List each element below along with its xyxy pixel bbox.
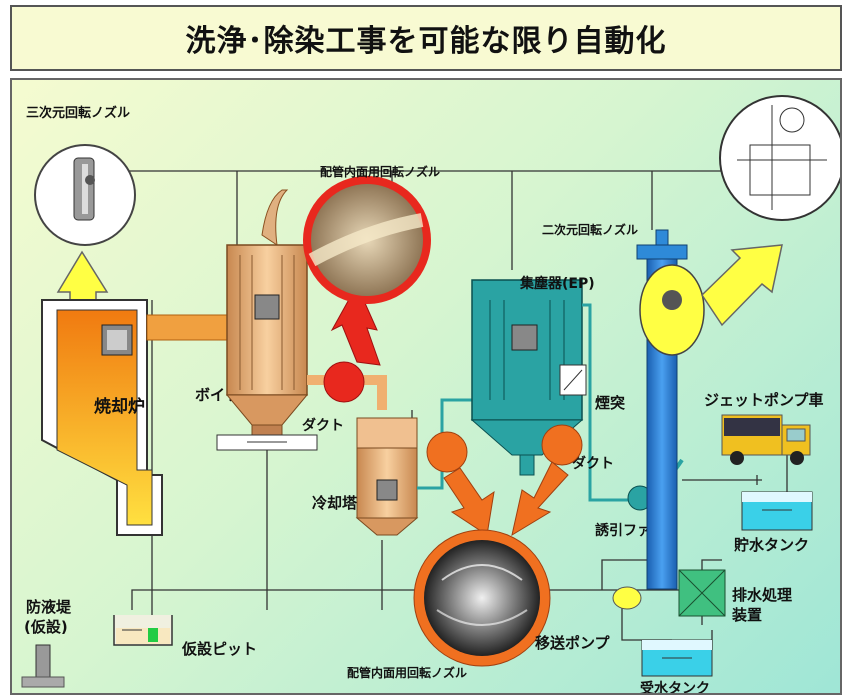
- orange-arrow-left: [443, 467, 495, 536]
- wastewater-label-1: 排水処理: [732, 586, 792, 604]
- nozzle-2d-label: 二次元回転ノズル: [542, 222, 638, 237]
- chimney-detail-circle: [719, 95, 840, 221]
- incinerator: [41, 299, 163, 536]
- dust-collector-label: 集塵器(EP): [519, 275, 595, 292]
- incinerator-label: 焼却炉: [94, 396, 145, 417]
- wastewater-treatment-unit: [678, 569, 726, 617]
- title-banner: 洗浄･除染工事を可能な限り自動化: [10, 5, 842, 71]
- dike-label-2: (仮設): [24, 618, 68, 636]
- pipe-interior-photo: [424, 540, 540, 656]
- duct-inc-boiler: [146, 314, 233, 341]
- orange-arrow-right: [511, 461, 569, 537]
- dike: [21, 644, 65, 688]
- red-arrow: [330, 283, 381, 366]
- temp-pit: [113, 615, 173, 646]
- transfer-pump: [612, 586, 642, 610]
- yellow-arrow-right: [701, 244, 783, 327]
- transfer-pump-label: 移送ポンプ: [535, 634, 611, 652]
- receiving-tank: [641, 639, 713, 677]
- duct-left-label: ダクト: [302, 417, 344, 434]
- nozzle-pipe-bottom-label: 配管内面用回転ノズル: [347, 665, 467, 680]
- temp-pit-label: 仮設ピット: [181, 640, 257, 658]
- cooling-tower: [355, 417, 419, 536]
- duct-right-label: ダクト: [572, 455, 614, 472]
- receiving-tank-label: 受水タンク: [640, 680, 710, 695]
- jet-pump-truck: [721, 414, 811, 465]
- storage-tank: [741, 491, 813, 531]
- chimney-label: 煙突: [595, 394, 625, 412]
- boiler: [216, 189, 318, 451]
- orange-node-left: [426, 431, 468, 473]
- diagram-svg: 三次元回転ノズル 焼却炉 ボイラ: [21, 95, 840, 695]
- nozzle-pipe-top-label: 配管内面用回転ノズル: [320, 164, 440, 179]
- page-title: 洗浄･除染工事を可能な限り自動化: [185, 24, 667, 59]
- orange-node-right: [541, 424, 583, 466]
- jet-pump-truck-label: ジェットポンプ車: [704, 391, 824, 409]
- nozzle-3d-label: 三次元回転ノズル: [26, 105, 130, 121]
- dike-label-1: 防液堤: [26, 598, 72, 616]
- storage-tank-label: 貯水タンク: [734, 536, 809, 554]
- wastewater-label-2: 装置: [731, 606, 762, 624]
- duct-red-node: [323, 361, 365, 403]
- process-diagram: 三次元回転ノズル 焼却炉 ボイラ: [10, 78, 842, 695]
- nozzle-3d-photo: [34, 144, 136, 246]
- cooling-tower-label: 冷却塔: [312, 494, 358, 512]
